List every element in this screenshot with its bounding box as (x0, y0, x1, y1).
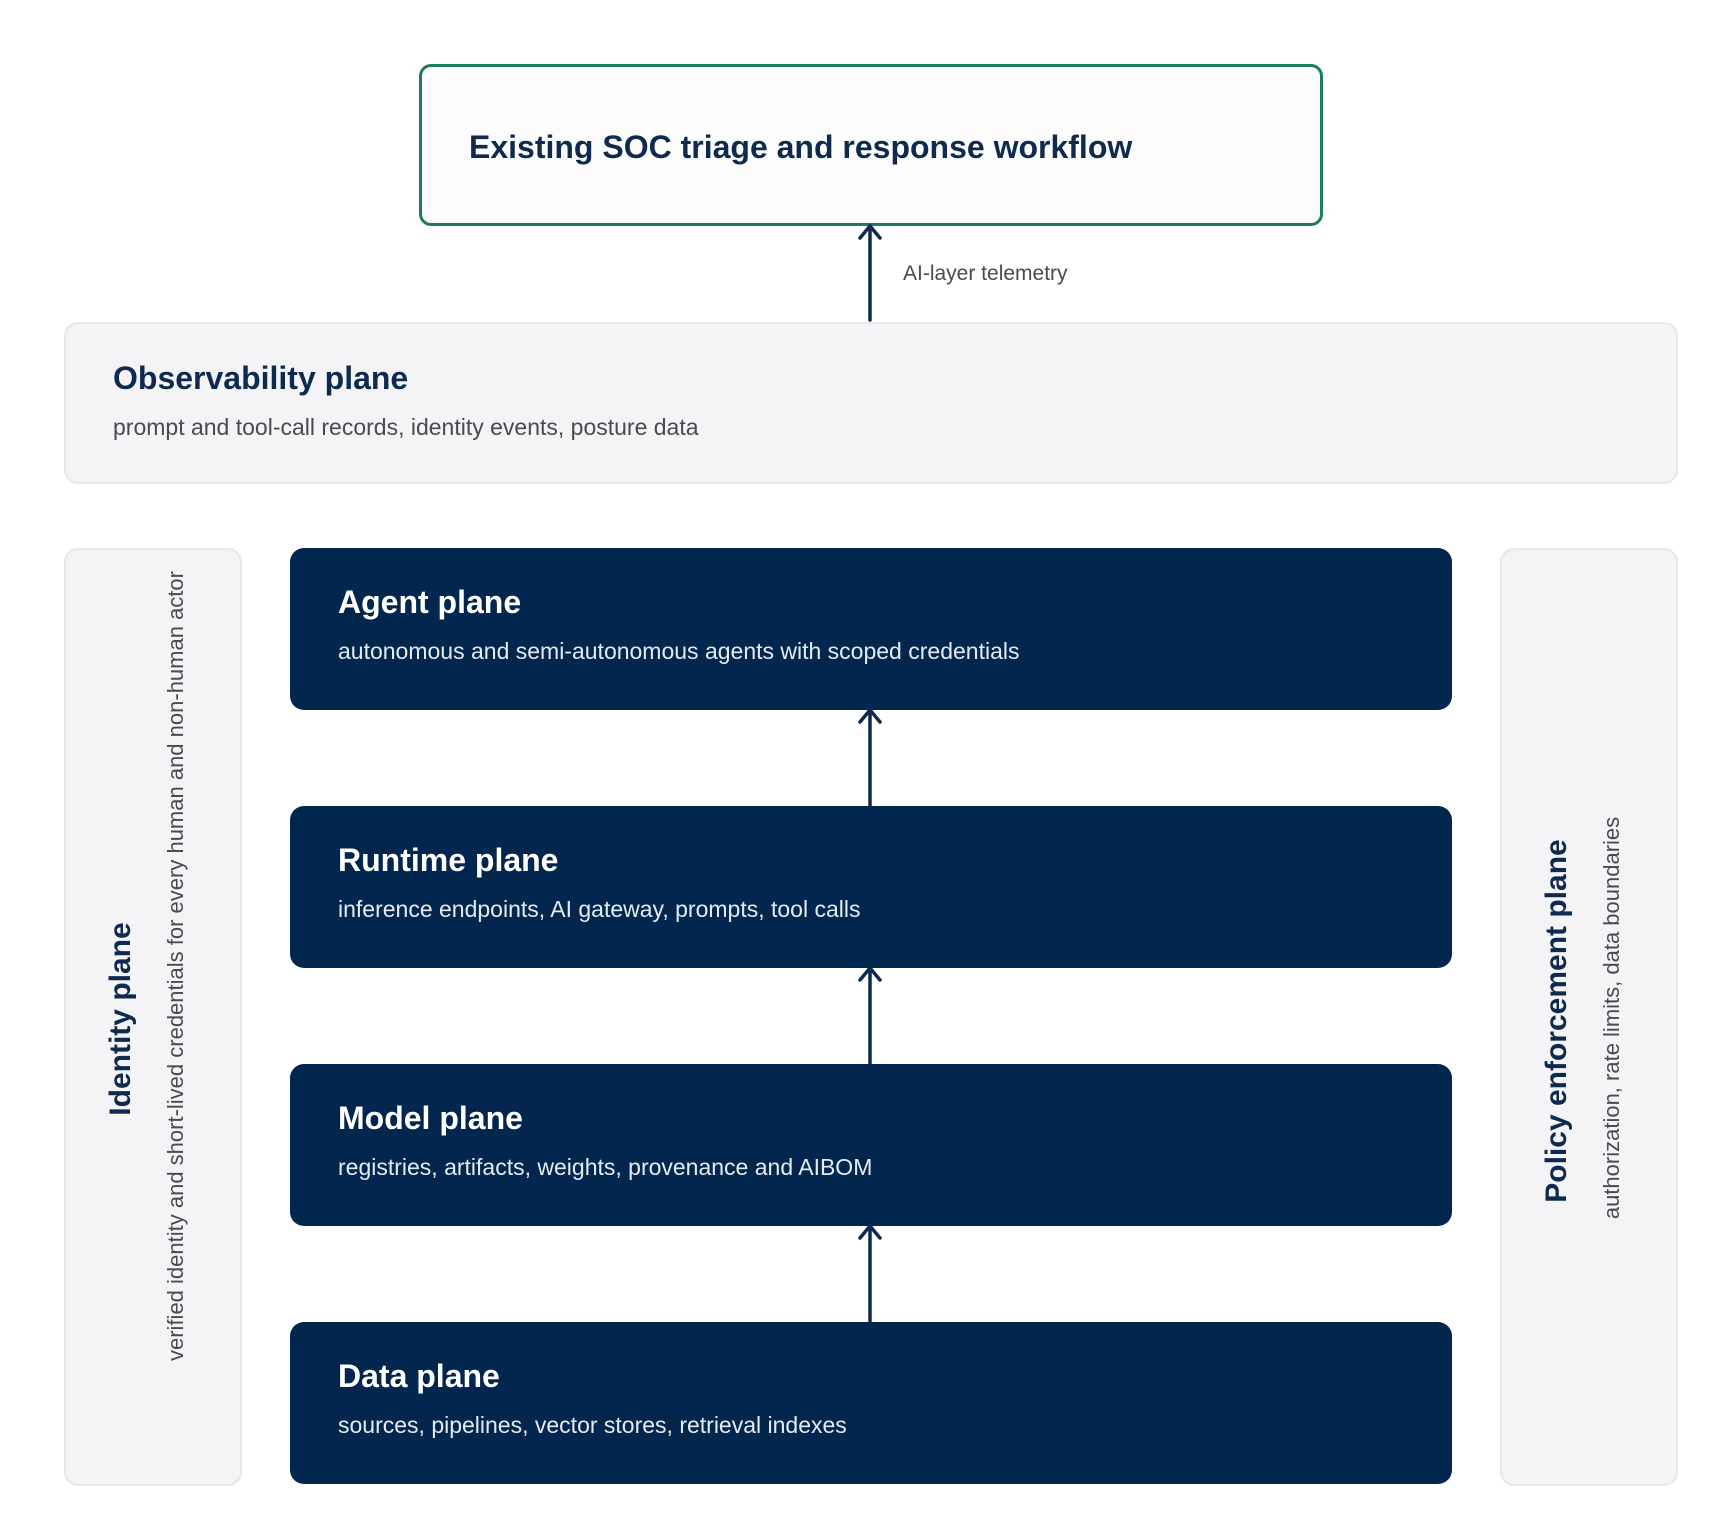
telemetry-label: AI-layer telemetry (903, 262, 1068, 285)
arrow-model-to-runtime (858, 966, 882, 1066)
arrow-observability-to-workflow (858, 224, 882, 322)
data-plane-box: Data plane sources, pipelines, vector st… (290, 1322, 1452, 1484)
model-plane-title: Model plane (338, 1100, 523, 1136)
soc-workflow-title: Existing SOC triage and response workflo… (469, 129, 1133, 165)
policy-plane-subtitle: authorization, rate limits, data boundar… (1599, 816, 1624, 1220)
runtime-plane-subtitle: inference endpoints, AI gateway, prompts… (338, 896, 861, 922)
arrow-data-to-model (858, 1224, 882, 1324)
model-plane-box: Model plane registries, artifacts, weigh… (290, 1064, 1452, 1226)
observability-plane-subtitle: prompt and tool-call records, identity e… (113, 414, 699, 440)
identity-plane-box: Identity plane verified identity and sho… (64, 548, 242, 1486)
agent-plane-subtitle: autonomous and semi-autonomous agents wi… (338, 638, 1020, 664)
observability-plane-box: Observability plane prompt and tool-call… (64, 322, 1678, 484)
runtime-plane-title: Runtime plane (338, 842, 559, 878)
identity-plane-title: Identity plane (104, 922, 137, 1116)
soc-workflow-box: Existing SOC triage and response workflo… (419, 64, 1323, 226)
observability-plane-title: Observability plane (113, 360, 409, 396)
policy-plane-box: Policy enforcement plane authorization, … (1500, 548, 1678, 1486)
agent-plane-box: Agent plane autonomous and semi-autonomo… (290, 548, 1452, 710)
data-plane-title: Data plane (338, 1358, 500, 1394)
identity-plane-subtitle: verified identity and short-lived creden… (163, 571, 188, 1361)
agent-plane-title: Agent plane (338, 584, 522, 620)
arrow-runtime-to-agent (858, 708, 882, 808)
policy-plane-title: Policy enforcement plane (1540, 839, 1573, 1203)
model-plane-subtitle: registries, artifacts, weights, provenan… (338, 1154, 873, 1180)
runtime-plane-box: Runtime plane inference endpoints, AI ga… (290, 806, 1452, 968)
data-plane-subtitle: sources, pipelines, vector stores, retri… (338, 1412, 847, 1438)
